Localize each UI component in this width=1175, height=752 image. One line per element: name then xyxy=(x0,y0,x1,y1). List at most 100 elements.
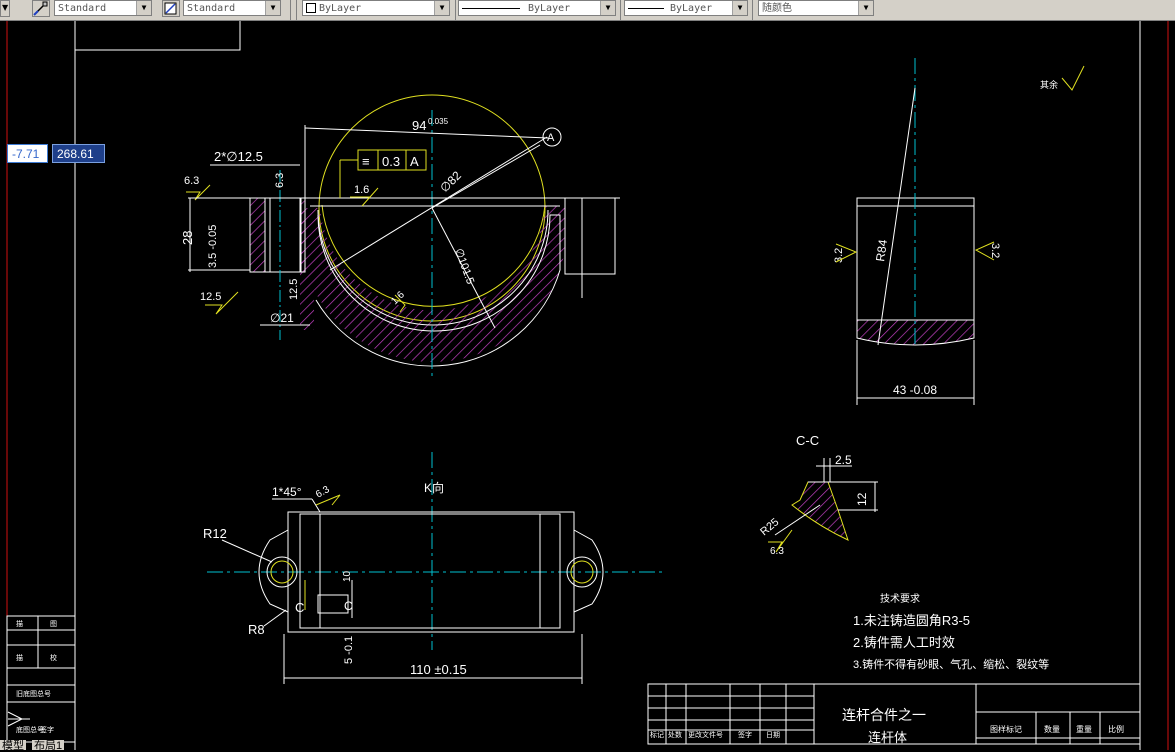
color-swatch-icon xyxy=(306,3,316,13)
chamfer-label: 1*45° xyxy=(272,485,302,499)
dim-28: 28 xyxy=(180,231,195,245)
tolerance-symbol: ≡ xyxy=(362,154,370,169)
section-c2: C xyxy=(344,599,353,613)
chevron-down-icon: ▼ xyxy=(732,1,747,15)
dim-width: 43 -0.08 xyxy=(893,383,937,397)
datum-label: A xyxy=(547,132,555,144)
dim-10: 10 xyxy=(342,570,353,582)
toolbar-separator xyxy=(752,0,753,20)
toolbar-separator xyxy=(620,0,621,20)
line-preview xyxy=(462,7,520,9)
left-panel-label: 图 xyxy=(50,620,57,628)
left-margin-panel xyxy=(6,615,76,743)
chevron-down-icon: ▼ xyxy=(265,1,280,15)
rough-63: 6.3 xyxy=(184,175,199,187)
text-style-icon xyxy=(33,1,48,16)
tech-req-item: 3.铸件不得有砂眼、气孔、缩松、裂纹等 xyxy=(853,657,1049,671)
title-block-part: 连杆体 xyxy=(868,730,907,745)
title-block-right-header: 数量 xyxy=(1044,724,1060,734)
technical-requirements: 技术要求 1.未注铸造圆角R3-5 2.铸件需人工时效 3.铸件不得有砂眼、气孔… xyxy=(853,592,1049,671)
tolerance-datum: A xyxy=(410,154,419,169)
dim-r25: R25 xyxy=(758,516,781,538)
title-block-right-header: 重量 xyxy=(1076,724,1092,734)
dim-style-select[interactable]: Standard ▼ xyxy=(183,0,281,16)
tab-layout1[interactable]: 布局1 xyxy=(32,740,65,752)
dim-5: 5 -0.1 xyxy=(343,636,355,664)
rough-cc: 6.3 xyxy=(770,546,784,557)
title-block-name: 连杆合件之一 xyxy=(842,707,926,723)
dynamic-input-x[interactable]: -7.71 xyxy=(7,144,48,163)
left-panel-label: 描 xyxy=(16,653,23,662)
toolbar-dropdown-button[interactable]: ▼ xyxy=(0,0,10,17)
title-block-header: 标记 xyxy=(650,730,664,739)
lineweight-value: ByLayer xyxy=(670,3,713,14)
dim-style-tool-button[interactable] xyxy=(162,0,180,17)
title-block-header: 日期 xyxy=(766,731,780,739)
dynamic-input-y[interactable]: 268.61 xyxy=(52,144,105,163)
dim-length: 110 ±0.15 xyxy=(410,662,467,677)
chevron-down-icon: ▼ xyxy=(136,1,151,15)
chevron-down-icon: ▼ xyxy=(2,3,9,12)
left-panel-label: 签字 xyxy=(40,725,54,734)
chevron-down-icon: ▼ xyxy=(434,1,449,15)
rough-125: 12.5 xyxy=(200,291,221,303)
dim-r84: R84 xyxy=(873,238,890,262)
tech-req-item: 2.铸件需人工时效 xyxy=(853,635,955,650)
remaining-roughness-label: 其余 xyxy=(1040,79,1058,90)
plot-style-value: 随颜色 xyxy=(762,3,792,14)
dim-r-inner: ∅101.5 xyxy=(452,247,476,286)
section-cc: C-C 12 2.5 R25 6.3 xyxy=(758,433,878,557)
dim-r12: R12 xyxy=(203,526,227,541)
dim-width: 94 xyxy=(412,118,426,133)
dim-d21: ∅21 xyxy=(270,311,294,325)
tolerance-value: 0.3 xyxy=(382,154,400,169)
text-style-tool-button[interactable] xyxy=(32,0,50,17)
dim-63v: 6.3 xyxy=(274,173,286,188)
lineweight-select[interactable]: ByLayer ▼ xyxy=(624,0,748,16)
chevron-down-icon: ▼ xyxy=(600,1,615,15)
side-view: R84 3.2 3.2 43 -0.08 xyxy=(833,58,1001,405)
plot-style-select[interactable]: 随颜色 ▼ xyxy=(758,0,874,16)
dim-125v: 12.5 xyxy=(288,279,300,300)
dim-25: 2.5 xyxy=(835,453,852,467)
text-style-select[interactable]: Standard ▼ xyxy=(54,0,152,16)
dim-style-value: Standard xyxy=(187,3,236,14)
title-block-right-header: 图样标记 xyxy=(990,724,1022,734)
tech-req-item: 1.未注铸造圆角R3-5 xyxy=(853,613,970,628)
rough-front: 6.3 xyxy=(314,484,332,501)
toolbar-separator xyxy=(290,0,291,20)
section-cc-title: C-C xyxy=(796,433,819,448)
tech-req-title: 技术要求 xyxy=(880,592,920,605)
drawing-canvas[interactable]: 描 图 描 校 旧底图总号 底图总号 签字 A ≡ 0.3 xyxy=(0,21,1175,750)
left-panel-label: 底图总号 xyxy=(16,725,44,734)
dim-12: 12 xyxy=(855,492,869,506)
dim-style-icon xyxy=(164,2,177,15)
dim-35: 3.5 -0.05 xyxy=(207,225,219,268)
properties-toolbar: ▼ Standard ▼ Standard ▼ ByLayer ▼ ByLaye… xyxy=(0,0,1175,21)
corner-box xyxy=(75,21,241,51)
linetype-select[interactable]: ByLayer ▼ xyxy=(458,0,616,16)
dim-holes: 2*∅12.5 xyxy=(214,149,263,164)
chevron-down-icon: ▼ xyxy=(858,1,873,15)
k-view-label: K向 xyxy=(424,480,444,495)
ucs-icon xyxy=(7,711,30,727)
roughness-symbol-icon xyxy=(1061,65,1085,91)
left-panel-label: 旧底图总号 xyxy=(16,689,51,698)
dim-r8: R8 xyxy=(248,622,265,637)
layer-color-select[interactable]: ByLayer ▼ xyxy=(302,0,450,16)
title-block-header: 处数 xyxy=(668,730,682,739)
title-block xyxy=(647,683,1141,745)
section-c1: C xyxy=(295,600,304,615)
tab-model[interactable]: 模型 xyxy=(0,740,26,752)
text-style-value: Standard xyxy=(58,3,107,14)
front-view: C C 10 5 -0.1 110 ±0.15 1*45° K向 6.3 R12… xyxy=(203,452,663,684)
rough-32b: 3.2 xyxy=(989,243,1001,258)
linetype-value: ByLayer xyxy=(528,3,571,14)
dim-width-tol: 0.035 xyxy=(428,117,449,126)
title-block-header: 更改文件号 xyxy=(688,730,723,739)
title-block-header: 签字 xyxy=(738,730,752,739)
left-panel-label: 校 xyxy=(50,653,57,662)
title-block-right-header: 比例 xyxy=(1108,724,1124,734)
line-preview xyxy=(628,7,664,9)
layer-color-value: ByLayer xyxy=(319,3,362,14)
